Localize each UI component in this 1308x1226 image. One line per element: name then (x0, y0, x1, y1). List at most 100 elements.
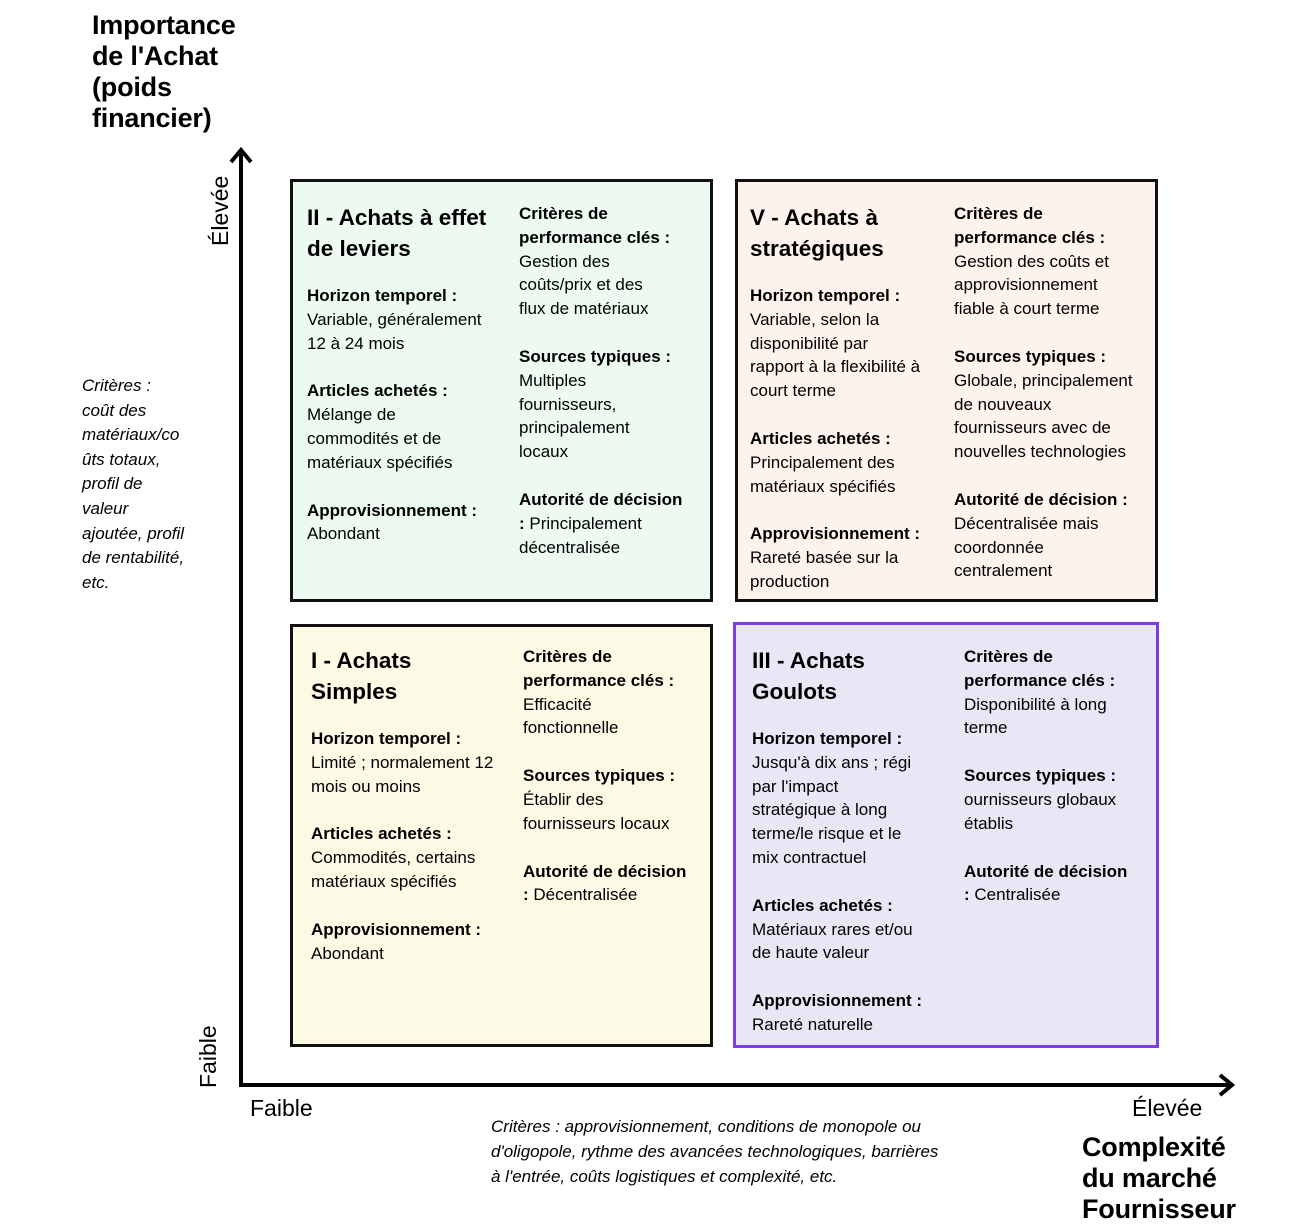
appro-section: Approvisionnement : Abondant (311, 918, 511, 966)
y-axis-high-label: Élevée (207, 175, 233, 246)
x-axis-low-label: Faible (250, 1095, 313, 1121)
criteria-line: coût des (82, 400, 147, 420)
y-axis-title-line: financier) (92, 103, 212, 133)
y-axis-title-line: Importance (92, 10, 236, 40)
section-label: Articles achetés : (750, 428, 891, 448)
title-line: III - Achats (752, 648, 865, 673)
section-label: Autorité de décision (964, 861, 1128, 881)
x-axis-criteria-note: Critères : approvisionnement, conditions… (491, 1114, 938, 1189)
quadrant-left-column: II - Achats à effet de leviers Horizon t… (307, 202, 507, 570)
section-label: Horizon temporel : (311, 729, 462, 748)
quadrant-left-column: I - Achats Simples Horizon temporel : Li… (311, 645, 511, 989)
section-label: Articles achetés : (307, 381, 448, 401)
section-label: Articles achetés : (311, 824, 452, 844)
horizon-section: Horizon temporel : Jusqu'à dix ans ; rég… (752, 727, 952, 870)
section-text: fournisseurs, (519, 394, 617, 414)
section-text: Globale, principalement (954, 370, 1133, 390)
section-text: commodités et de (307, 428, 442, 448)
section-label: Sources typiques : (964, 766, 1117, 786)
sources-section: Sources typiques : ournisseurs globaux é… (964, 764, 1154, 835)
articles-section: Articles achetés : Matériaux rares et/ou… (752, 894, 952, 965)
appro-section: Approvisionnement : Rareté basée sur la … (750, 522, 950, 593)
sources-section: Sources typiques : Globale, principaleme… (954, 345, 1154, 464)
section-label: : (519, 513, 525, 533)
quadrant-right-column: Critères de performance clés : Gestion d… (954, 202, 1154, 607)
section-text: Disponibilité à long (964, 694, 1107, 714)
criteria-line: profil de (82, 474, 143, 494)
section-text: centralement (954, 561, 1053, 581)
quadrant-simples: I - Achats Simples Horizon temporel : Li… (290, 624, 713, 1047)
section-text: approvisionnement (954, 275, 1098, 295)
section-text: matériaux spécifiés (307, 452, 453, 472)
criteria-line: etc. (82, 572, 110, 592)
section-text: Matériaux rares et/ou (752, 919, 913, 939)
section-text: de nouveaux (954, 394, 1052, 414)
criteria-line: valeur (82, 498, 129, 518)
quadrant-right-column: Critères de performance clés : Gestion d… (519, 202, 709, 583)
x-axis-title-line: du marché (1082, 1163, 1217, 1193)
criteria-line: Critères : approvisionnement, conditions… (491, 1117, 921, 1136)
articles-section: Articles achetés : Principalement des ma… (750, 427, 950, 498)
section-text: fournisseurs avec de (954, 418, 1111, 438)
section-text: fournisseurs locaux (523, 813, 670, 833)
section-text: terme/le risque et le (752, 824, 902, 844)
section-text: Variable, généralement (307, 309, 482, 329)
section-text: disponibilité par (750, 333, 869, 353)
articles-section: Articles achetés : Mélange de commodités… (307, 379, 507, 474)
section-text: Rareté naturelle (752, 1014, 873, 1034)
y-axis-title-line: (poids (92, 72, 172, 102)
x-axis-title: Complexité du marché Fournisseur (1082, 1132, 1236, 1225)
section-text: Gestion des coûts et (954, 251, 1109, 271)
quadrant-leviers: II - Achats à effet de leviers Horizon t… (290, 179, 713, 602)
section-label: Sources typiques : (954, 346, 1107, 366)
y-axis-low-label: Faible (195, 1025, 221, 1088)
autorite-section: Autorité de décision : Centralisée (964, 860, 1154, 908)
section-text: flux de matériaux (519, 299, 649, 319)
quadrant-title: III - Achats Goulots (752, 645, 952, 707)
section-text: Rareté basée sur la (750, 548, 899, 568)
sources-section: Sources typiques : Multiples fournisseur… (519, 345, 709, 464)
title-line: Simples (311, 679, 398, 704)
section-text: Gestion des (519, 251, 610, 271)
section-text: coordonnée (954, 537, 1044, 557)
x-axis-arrowhead (1218, 1073, 1236, 1097)
section-text: mix contractuel (752, 847, 867, 867)
title-line: V - Achats à (750, 205, 878, 230)
y-axis-arrowhead (229, 146, 253, 164)
section-label: Autorité de décision (519, 489, 683, 509)
section-text: Variable, selon la (750, 309, 880, 329)
criteria-line: de rentabilité, (82, 548, 185, 568)
section-text: Limité ; normalement 12 (311, 752, 494, 772)
y-axis-title: Importance de l'Achat (poids financier) (92, 10, 236, 134)
section-label: Horizon temporel : (750, 286, 901, 305)
title-line: de leviers (307, 236, 411, 261)
horizon-section: Horizon temporel : Limité ; normalement … (311, 727, 511, 798)
section-label: Approvisionnement : (752, 991, 923, 1011)
section-text: terme (964, 718, 1008, 738)
section-label: performance clés : (964, 670, 1116, 690)
x-axis-title-line: Complexité (1082, 1132, 1226, 1162)
section-text: mois ou moins (311, 776, 421, 796)
section-label: Horizon temporel : (307, 286, 458, 305)
section-text: Centralisée (974, 885, 1061, 905)
quadrant-right-column: Critères de performance clés : Disponibi… (964, 645, 1154, 931)
criteria-line: à l'entrée, coûts logistiques et complex… (491, 1167, 838, 1186)
section-text: principalement (519, 418, 630, 438)
section-text: Abondant (311, 943, 384, 963)
section-label: performance clés : (954, 227, 1106, 247)
criteria-line: d'oligopole, rythme des avancées technol… (491, 1142, 939, 1161)
autorite-section: Autorité de décision : Décentralisée mai… (954, 488, 1154, 583)
criteres-section: Critères de performance clés : Gestion d… (954, 202, 1154, 321)
quadrant-left-column: V - Achats à stratégiques Horizon tempor… (750, 202, 950, 618)
section-label: Approvisionnement : (311, 919, 482, 939)
title-line: stratégiques (750, 236, 884, 261)
section-text: fiable à court terme (954, 299, 1100, 319)
quadrant-title: V - Achats à stratégiques (750, 202, 950, 264)
section-text: Mélange de (307, 405, 396, 425)
criteria-line: matériaux/co (82, 425, 180, 445)
section-label: : (964, 885, 970, 905)
appro-section: Approvisionnement : Rareté naturelle (752, 989, 952, 1037)
section-text: Abondant (307, 524, 380, 544)
section-text: production (750, 571, 830, 591)
section-label: Autorité de décision (523, 861, 687, 881)
